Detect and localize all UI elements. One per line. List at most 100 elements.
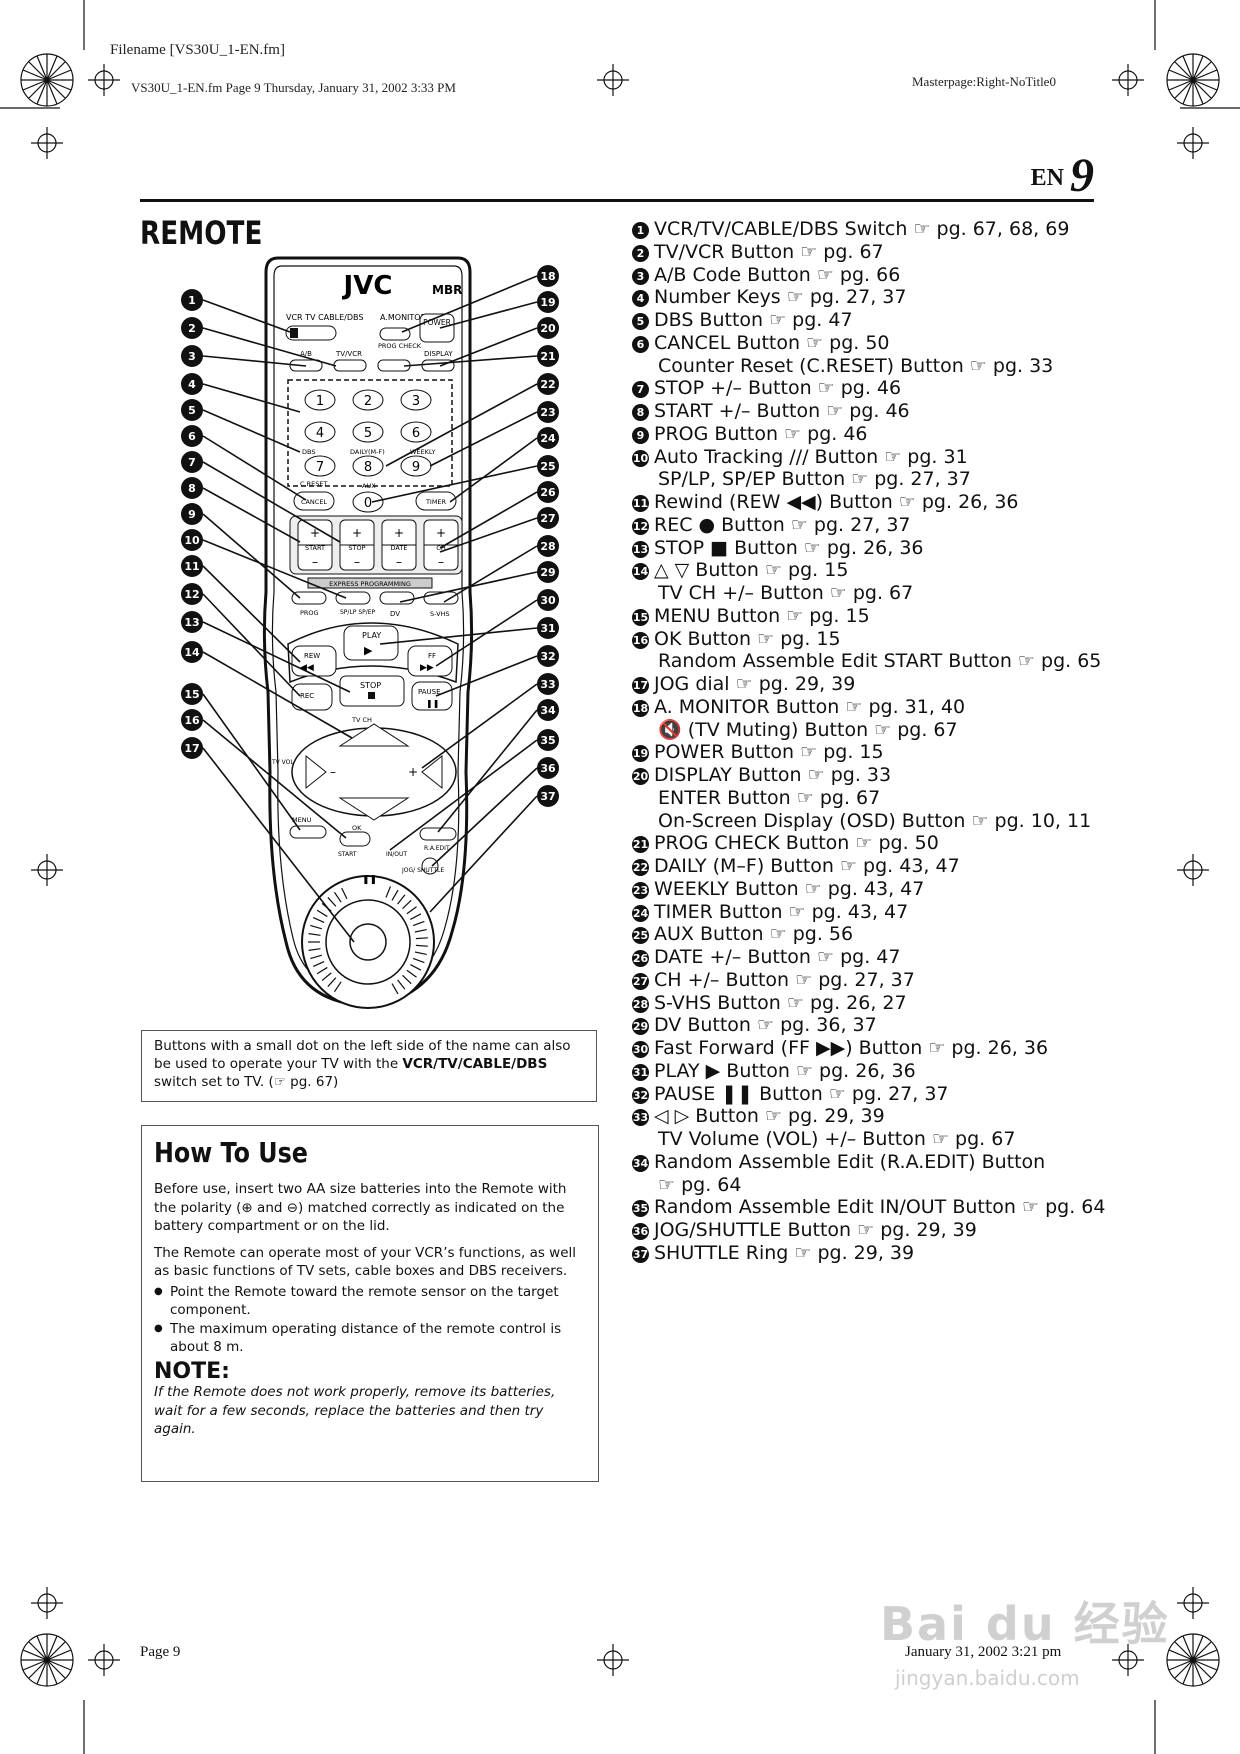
lbl-svhs: S-VHS	[430, 610, 450, 618]
callout-badge	[181, 555, 203, 577]
item-number-badge: 19	[632, 745, 649, 763]
callout-number: 14	[184, 646, 200, 659]
left-button[interactable]	[305, 754, 327, 790]
item-number-badge: 31	[632, 1063, 649, 1081]
callout-number: 13	[184, 616, 199, 629]
rew-icon: ◀◀	[300, 663, 314, 673]
stop-button[interactable]	[339, 675, 405, 707]
sunburst-top-left	[20, 53, 74, 107]
tvvcr-button[interactable]	[333, 359, 367, 372]
howto-bullet: The maximum operating distance of the re…	[154, 1320, 586, 1357]
item-text: PAUSE ❚❚ Button ☞ pg. 27, 37	[654, 1082, 949, 1105]
item-number-badge: 25	[632, 927, 649, 945]
up-button[interactable]	[338, 723, 410, 747]
vcr-tv-switch[interactable]	[285, 325, 337, 341]
item-number-badge: 26	[632, 950, 649, 967]
item-text: WEEKLY Button ☞ pg. 43, 47	[654, 877, 925, 900]
item-text: PLAY ▶ Button ☞ pg. 26, 36	[654, 1059, 916, 1082]
list-item: 14△ ▽ Button ☞ pg. 15	[632, 559, 1102, 582]
lbl-cancel: CANCEL	[301, 498, 327, 506]
callout-badge	[537, 373, 559, 395]
callout-number: 23	[540, 406, 555, 419]
item-number-badge: 27	[632, 972, 649, 990]
header-filename: Filename [VS30U_1-EN.fm]	[110, 42, 285, 58]
item-number-badge: 7	[632, 381, 649, 399]
jog-shuttle-button[interactable]	[421, 857, 439, 875]
callout-badge	[537, 481, 559, 503]
ff-button[interactable]	[407, 645, 453, 677]
number-key[interactable]	[400, 389, 432, 411]
item-text: DISPLAY Button ☞ pg. 33	[654, 764, 892, 786]
play-button[interactable]	[343, 625, 399, 661]
lbl-rec: REC	[300, 692, 314, 700]
lbl-splp: SP/LP SP/EP	[340, 609, 376, 616]
item-text: PROG CHECK Button ☞ pg. 50	[654, 832, 939, 855]
item-text: A. MONITOR Button ☞ pg. 31, 40	[654, 695, 966, 718]
number-key-label: 2	[364, 394, 372, 409]
jog-dial[interactable]	[349, 923, 387, 961]
lbl-stopb: STOP	[360, 681, 381, 690]
remote-illustration: JVC MBR VCR TV CABLE/DBS A.MONITOR POWER…	[181, 256, 559, 1009]
lbl-ff: FF	[428, 652, 436, 660]
prog-button[interactable]	[291, 591, 327, 605]
callout-badge	[537, 617, 559, 639]
right-button[interactable]	[421, 754, 443, 790]
number-key[interactable]	[352, 421, 384, 443]
callout-badge	[537, 345, 559, 367]
number-key[interactable]	[400, 421, 432, 443]
header-rule	[140, 199, 1094, 202]
callout-badge	[181, 683, 203, 705]
item-number-badge: 34	[632, 1154, 649, 1172]
list-item: Counter Reset (C.RESET) Button ☞ pg. 33	[632, 355, 1102, 378]
pause-button[interactable]	[411, 681, 453, 711]
shuttle-ring-ticks	[308, 886, 428, 995]
item-text: ENTER Button ☞ pg. 67	[658, 786, 881, 809]
number-key-label: 0	[364, 496, 372, 511]
lbl-jog: JOG/ SHUTTLE	[401, 867, 444, 874]
number-key-label: 4	[316, 426, 324, 441]
timer-button[interactable]	[415, 491, 457, 511]
number-key[interactable]	[304, 421, 336, 443]
item-text: Fast Forward (FF ▶▶) Button ☞ pg. 26, 36	[654, 1037, 1049, 1059]
lbl-express: EXPRESS PROGRAMMING	[329, 580, 411, 588]
cancel-button[interactable]	[293, 491, 335, 511]
callout-number: 4	[188, 378, 196, 391]
rew-button[interactable]	[291, 645, 337, 677]
down-button[interactable]	[338, 797, 410, 821]
number-key[interactable]	[352, 455, 384, 477]
number-key[interactable]	[304, 455, 336, 477]
splp-button[interactable]	[335, 591, 371, 605]
dv-button[interactable]	[379, 591, 415, 605]
item-text: START +/– Button ☞ pg. 46	[654, 400, 910, 422]
item-text: POWER Button ☞ pg. 15	[654, 741, 884, 764]
number-key[interactable]	[352, 491, 384, 513]
list-item: TV Volume (VOL) +/– Button ☞ pg. 67	[632, 1128, 1102, 1151]
rec-button[interactable]	[291, 683, 333, 711]
lbl-dv: DV	[390, 610, 400, 618]
list-item: 🔇 (TV Muting) Button ☞ pg. 67	[632, 719, 1102, 742]
raedit-button[interactable]	[419, 827, 457, 841]
list-item: TV CH +/– Button ☞ pg. 67	[632, 582, 1102, 605]
item-text: DBS Button ☞ pg. 47	[654, 309, 853, 331]
ok-button[interactable]	[339, 831, 371, 847]
callout-number: 32	[540, 650, 555, 663]
callout-number: 20	[540, 322, 556, 335]
number-key[interactable]	[352, 389, 384, 411]
item-number-badge: 9	[632, 426, 649, 444]
list-item: On-Screen Display (OSD) Button ☞ pg. 10,…	[632, 810, 1102, 833]
lbl-startin: START	[338, 851, 357, 858]
number-key[interactable]	[304, 389, 336, 411]
item-text: STOP ■ Button ☞ pg. 26, 36	[654, 536, 924, 559]
callout-badge	[537, 561, 559, 583]
item-number-badge: 1	[632, 222, 649, 239]
menu-button[interactable]	[289, 825, 327, 839]
callout-number: 25	[540, 460, 555, 473]
item-text: TV Volume (VOL) +/– Button ☞ pg. 67	[658, 1128, 1016, 1150]
